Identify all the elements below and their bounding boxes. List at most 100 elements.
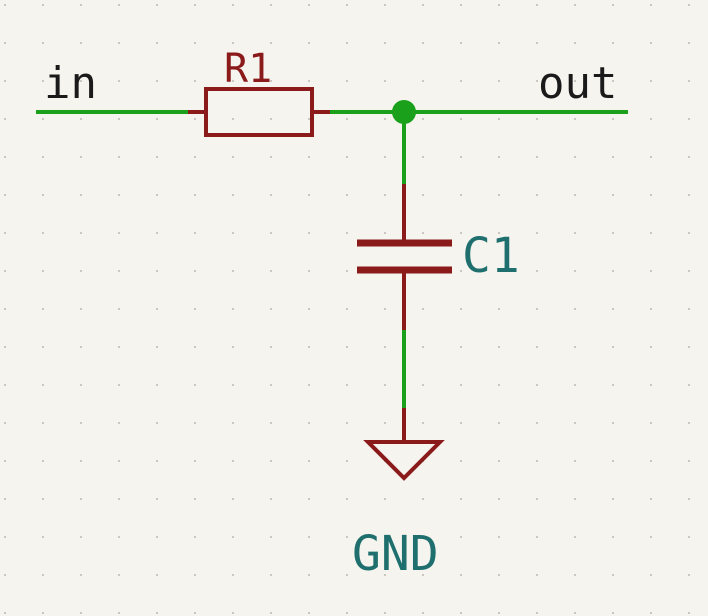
grid-dot xyxy=(232,308,234,310)
grid-dot xyxy=(308,194,310,196)
grid-dot xyxy=(688,498,690,500)
grid-dot xyxy=(688,42,690,44)
grid-dot xyxy=(270,574,272,576)
grid-dot xyxy=(4,308,6,310)
grid-dot xyxy=(574,80,576,82)
grid-dot xyxy=(688,308,690,310)
grid-dot xyxy=(270,498,272,500)
grid-dot xyxy=(80,536,82,538)
grid-dot xyxy=(118,422,120,424)
grid-dot xyxy=(346,498,348,500)
grid-dot xyxy=(4,612,6,614)
grid-dot xyxy=(194,612,196,614)
grid-dot xyxy=(232,156,234,158)
grid-dot xyxy=(536,574,538,576)
grid-dot xyxy=(460,422,462,424)
capacitor-c1[interactable] xyxy=(357,184,452,330)
grid-dot xyxy=(4,118,6,120)
grid-dot xyxy=(384,194,386,196)
grid-dot xyxy=(498,460,500,462)
grid-dot xyxy=(232,194,234,196)
grid-dot xyxy=(422,232,424,234)
grid-dot xyxy=(42,4,44,6)
grid-dot xyxy=(650,42,652,44)
grid-dot xyxy=(308,308,310,310)
grid-dot xyxy=(384,4,386,6)
resistor-r1[interactable] xyxy=(188,87,330,137)
grid-dot xyxy=(688,536,690,538)
grid-dot xyxy=(384,498,386,500)
grid-dot xyxy=(156,308,158,310)
grid-dot xyxy=(346,422,348,424)
net-label-in: in xyxy=(44,58,97,109)
grid-dot xyxy=(232,42,234,44)
grid-dot xyxy=(384,612,386,614)
grid-dot xyxy=(384,346,386,348)
grid-dot xyxy=(232,346,234,348)
grid-dot xyxy=(4,498,6,500)
grid-dot xyxy=(346,574,348,576)
grid-dot xyxy=(308,4,310,6)
grid-dot xyxy=(460,460,462,462)
grid-dot xyxy=(270,460,272,462)
grid-dot xyxy=(118,42,120,44)
grid-dot xyxy=(460,612,462,614)
grid-dot xyxy=(194,156,196,158)
grid-dot xyxy=(574,232,576,234)
grid-dot xyxy=(80,308,82,310)
grid-dot xyxy=(688,118,690,120)
grid-dot xyxy=(574,118,576,120)
grid-dot xyxy=(308,574,310,576)
grid-dot xyxy=(194,118,196,120)
grid-dot xyxy=(42,42,44,44)
grid-dot xyxy=(650,574,652,576)
grid-dot xyxy=(194,384,196,386)
resistor-ref-label: R1 xyxy=(224,46,272,92)
grid-dot xyxy=(536,156,538,158)
grid-dot xyxy=(232,422,234,424)
grid-dot xyxy=(650,612,652,614)
grid-dot xyxy=(498,80,500,82)
grid-dot xyxy=(118,346,120,348)
grid-dot xyxy=(574,422,576,424)
grid-dot xyxy=(422,156,424,158)
grid-dot xyxy=(650,156,652,158)
grid-dot xyxy=(688,4,690,6)
grid-dot xyxy=(536,42,538,44)
grid-dot xyxy=(42,118,44,120)
grid-dot xyxy=(688,232,690,234)
grid-dot xyxy=(194,308,196,310)
grid-dot xyxy=(232,232,234,234)
grid-dot xyxy=(384,156,386,158)
grid-dot xyxy=(80,422,82,424)
ground-symbol[interactable] xyxy=(363,408,445,481)
grid-dot xyxy=(232,80,234,82)
grid-dot xyxy=(4,346,6,348)
grid-dot xyxy=(232,4,234,6)
grid-dot xyxy=(536,498,538,500)
grid-dot xyxy=(536,384,538,386)
grid-dot xyxy=(80,384,82,386)
grid-dot xyxy=(4,384,6,386)
wires xyxy=(36,110,628,408)
grid-dot xyxy=(308,346,310,348)
grid-dot xyxy=(308,232,310,234)
grid-dot xyxy=(536,232,538,234)
grid-dot xyxy=(346,270,348,272)
grid-dot xyxy=(118,460,120,462)
grid-dot xyxy=(650,346,652,348)
grid-dot xyxy=(156,4,158,6)
grid-dot xyxy=(156,460,158,462)
grid-dot xyxy=(346,460,348,462)
grid-dot xyxy=(612,498,614,500)
grid-dot xyxy=(650,422,652,424)
grid-dot xyxy=(498,346,500,348)
grid-dot xyxy=(80,460,82,462)
grid-dot xyxy=(498,232,500,234)
grid-dot xyxy=(688,422,690,424)
grid-dot xyxy=(460,194,462,196)
grid-dot xyxy=(650,460,652,462)
grid-dot xyxy=(308,42,310,44)
grid-dot xyxy=(612,42,614,44)
ground-triangle-icon xyxy=(363,440,445,481)
